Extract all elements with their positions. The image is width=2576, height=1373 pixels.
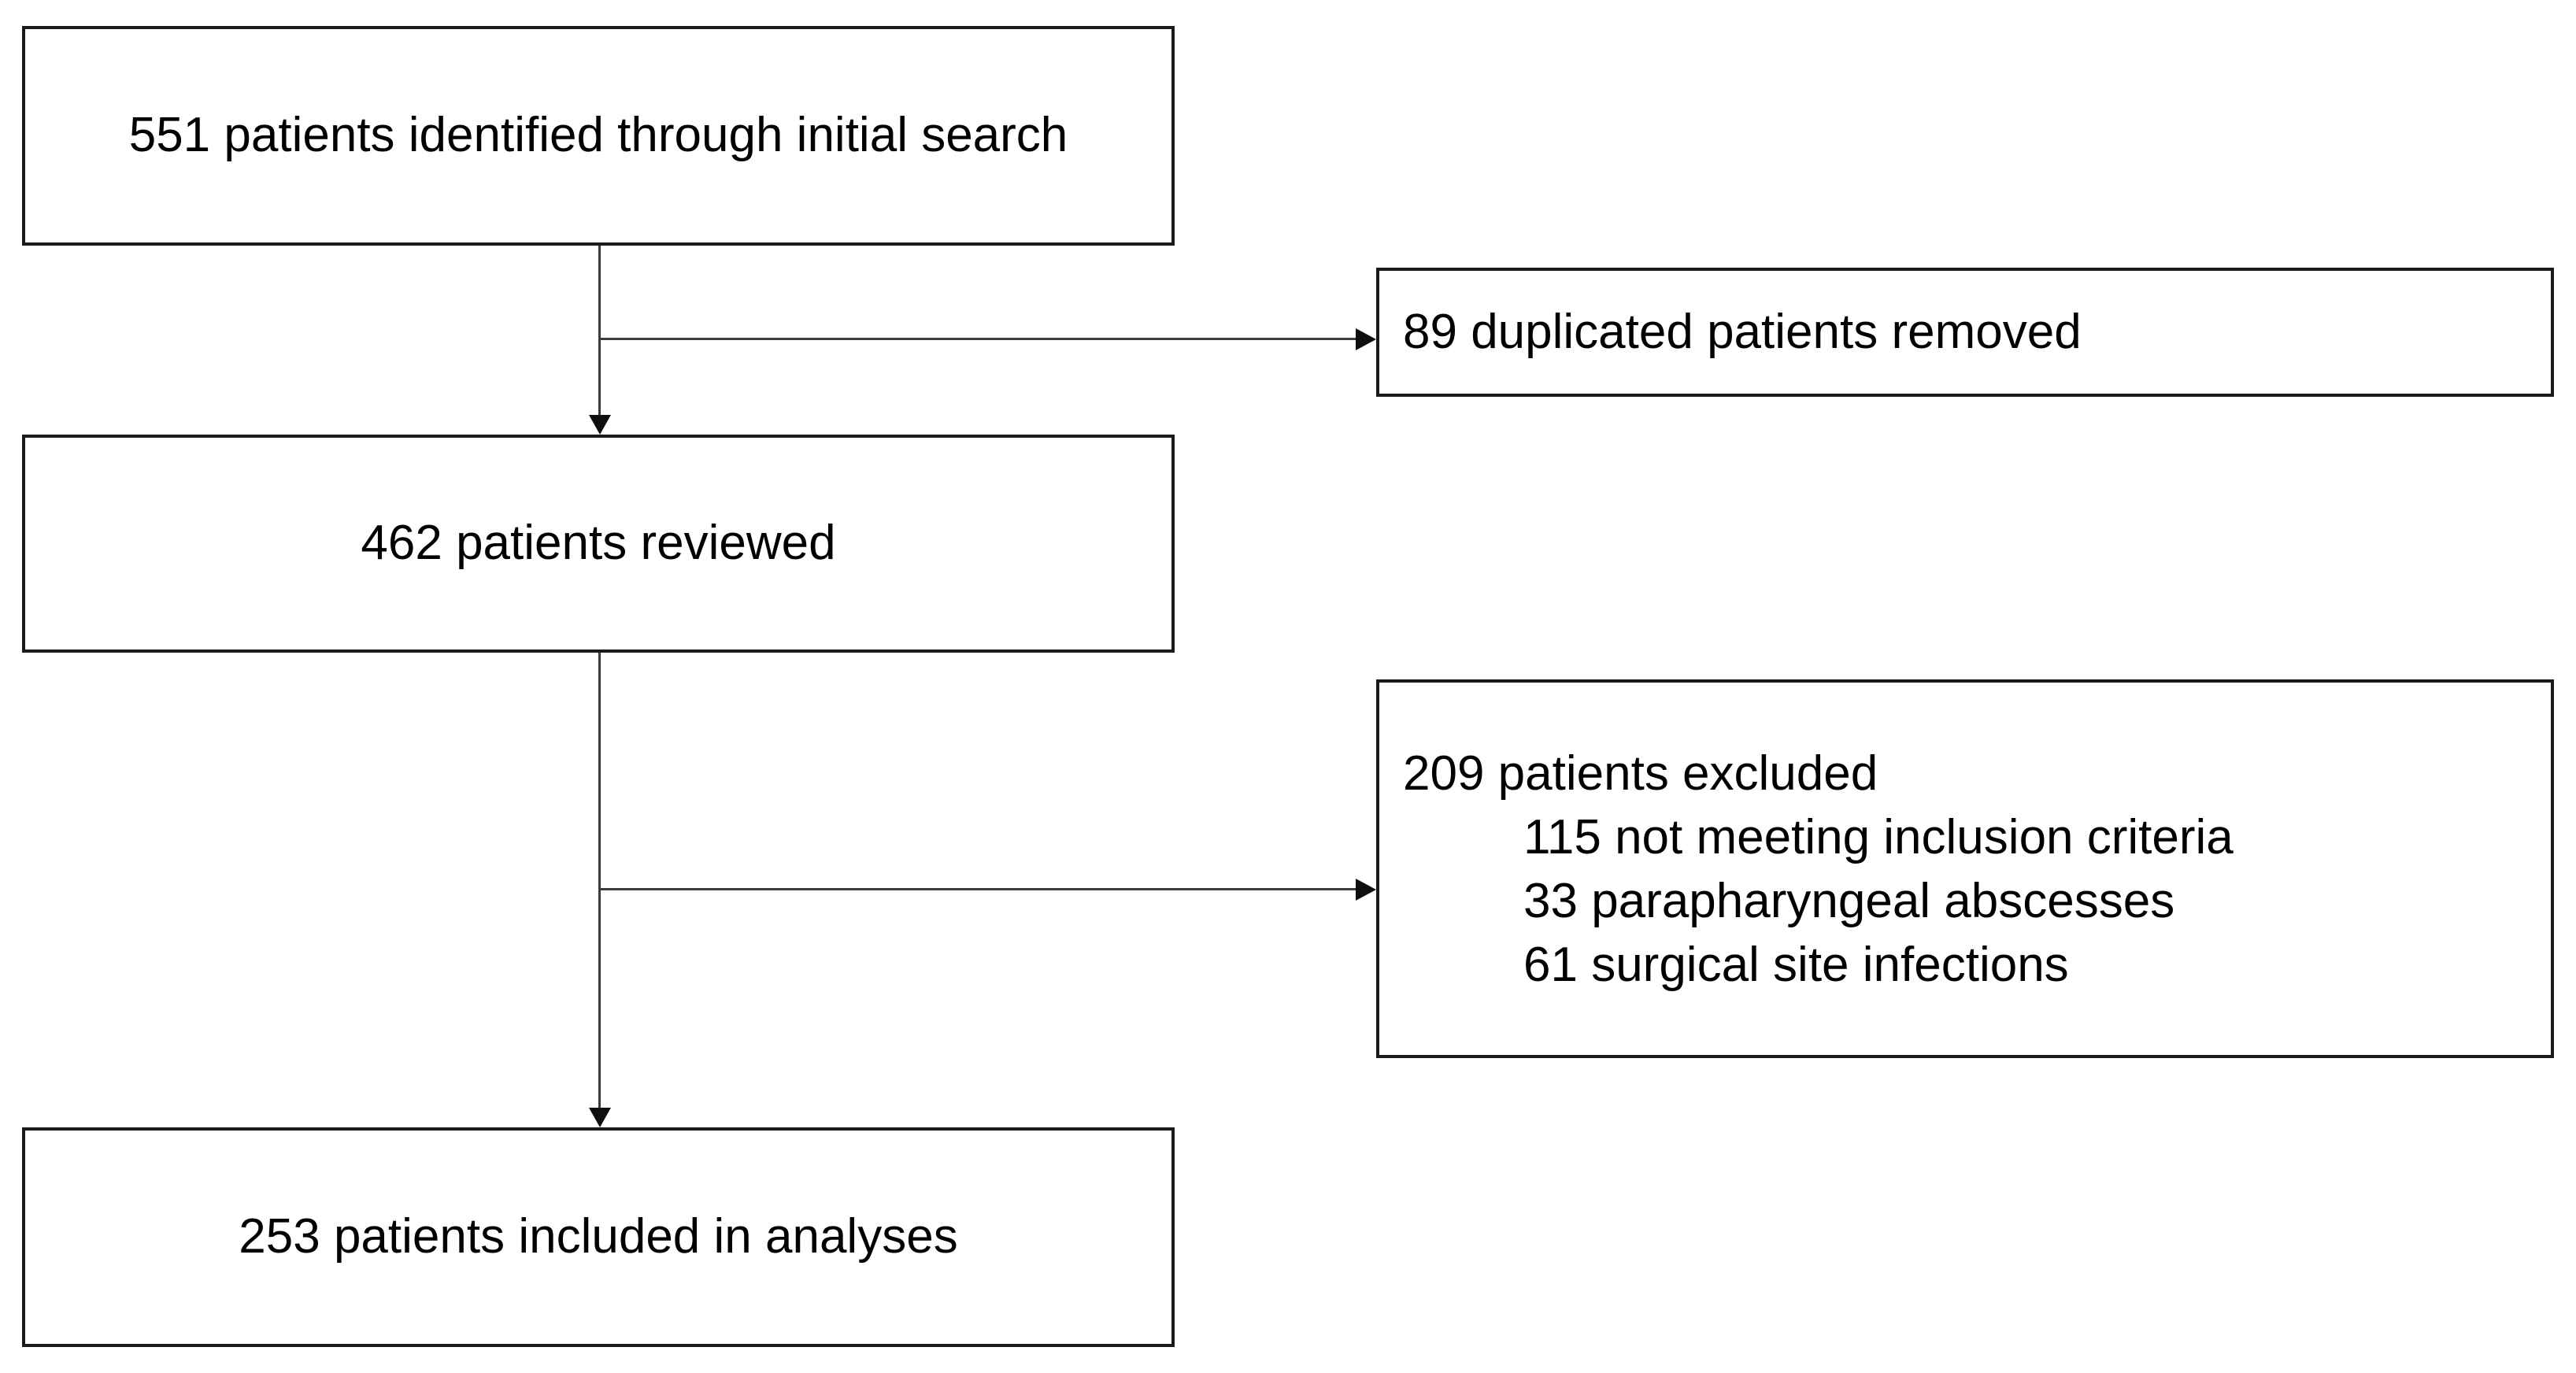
excluded-reason-item: 61 surgical site infections bbox=[1523, 937, 2069, 992]
arrowhead-right-icon bbox=[1356, 328, 1376, 350]
box-patients-excluded-title: 209 patients excluded bbox=[1403, 746, 1878, 801]
box-patients-identified-label: 551 patients identified through initial … bbox=[128, 108, 1068, 163]
connector-branch-to-removed bbox=[598, 338, 1356, 340]
excluded-reason-item: 115 not meeting inclusion criteria bbox=[1523, 809, 2234, 864]
arrowhead-down-icon bbox=[589, 415, 611, 435]
box-duplicates-removed-label: 89 duplicated patients removed bbox=[1403, 304, 2082, 359]
connector-branch-to-excluded bbox=[598, 888, 1356, 890]
box-patients-included-label: 253 patients included in analyses bbox=[239, 1209, 958, 1264]
excluded-reason-item: 33 parapharyngeal abscesses bbox=[1523, 873, 2175, 928]
box-patients-included: 253 patients included in analyses bbox=[22, 1127, 1175, 1347]
box-patients-reviewed-label: 462 patients reviewed bbox=[361, 516, 836, 571]
box-duplicates-removed: 89 duplicated patients removed bbox=[1376, 268, 2554, 397]
connector-identified-to-reviewed bbox=[598, 246, 601, 415]
box-patients-identified: 551 patients identified through initial … bbox=[22, 26, 1175, 246]
arrowhead-down-icon bbox=[589, 1108, 611, 1127]
connector-reviewed-to-included bbox=[598, 653, 601, 1108]
arrowhead-right-icon bbox=[1356, 879, 1376, 901]
box-patients-reviewed: 462 patients reviewed bbox=[22, 435, 1175, 653]
box-patients-excluded: 209 patients excluded 115 not meeting in… bbox=[1376, 679, 2554, 1058]
